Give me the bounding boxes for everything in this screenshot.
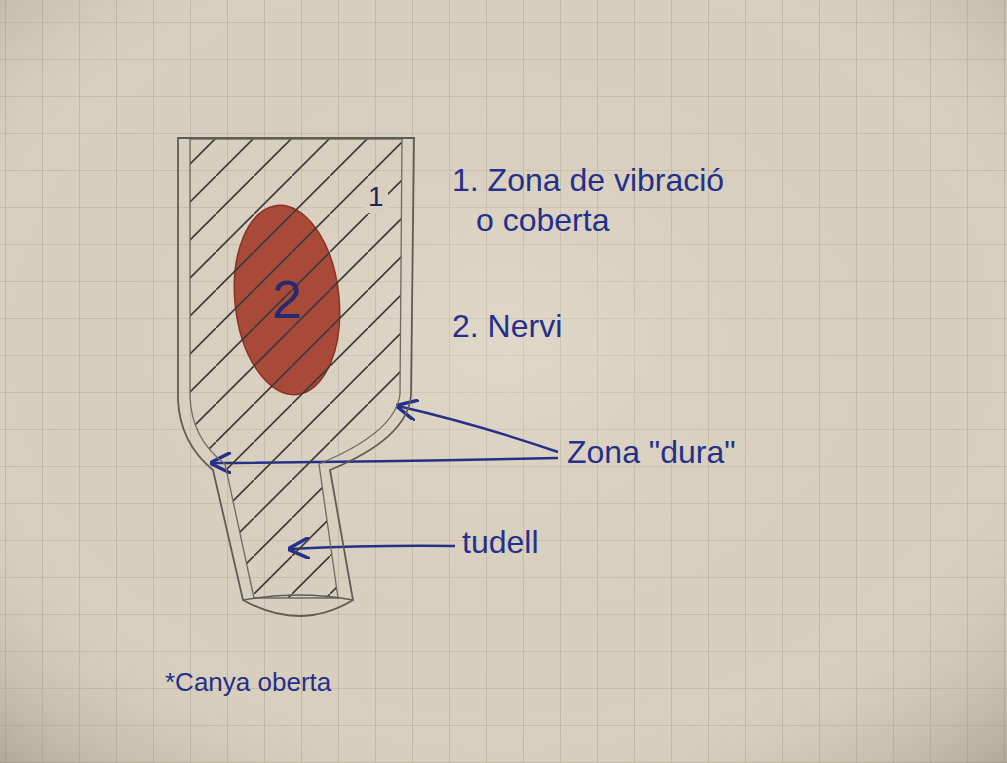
reed-shape [178, 138, 418, 638]
note-text: *Canya oberta [165, 666, 331, 699]
part-name: 1. Zona de vibració o coberta [452, 160, 746, 240]
callout-number: 2 [272, 270, 302, 329]
part-name: tudell [462, 522, 539, 562]
callout-number: 1 [364, 182, 388, 213]
part-name: 2. Nervi [452, 306, 562, 346]
hatching [178, 138, 418, 638]
reed-outline: 21 [178, 138, 418, 638]
leader-arrow [398, 406, 558, 452]
inner-outline [190, 139, 402, 598]
part-name: Zona "dura" [567, 432, 736, 472]
outer-outline [178, 138, 414, 616]
tube-opening [243, 595, 353, 600]
